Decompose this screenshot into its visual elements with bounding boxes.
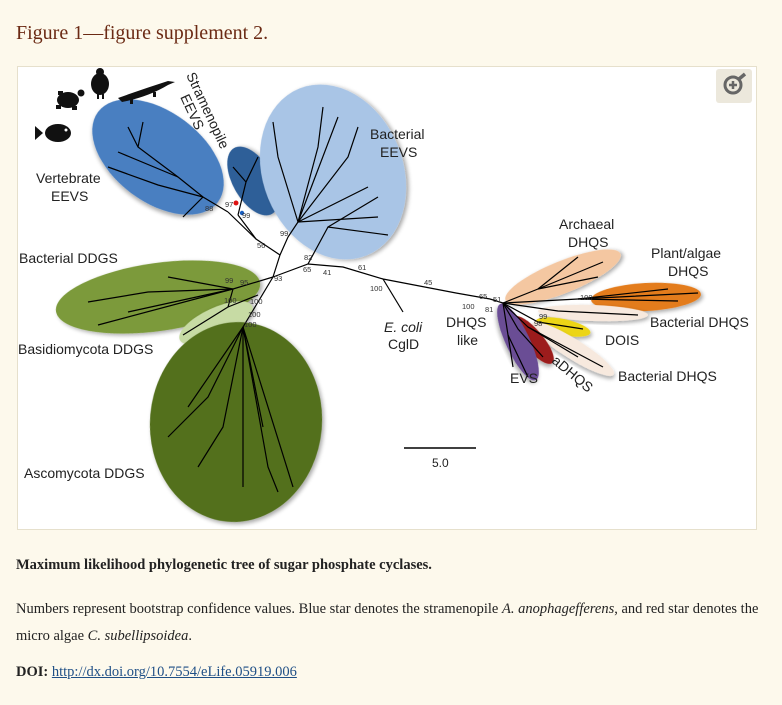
- figure-heading: Figure 1—figure supplement 2.: [16, 22, 269, 44]
- lizard-icon: [118, 81, 175, 104]
- bootstrap-value: 56: [257, 241, 265, 250]
- bootstrap-value: 41: [323, 268, 331, 277]
- turtle-icon: [56, 89, 85, 110]
- zoom-button[interactable]: [716, 69, 752, 103]
- bootstrap-value: 93: [274, 274, 282, 283]
- caption-text: , and red star denotes the micro algae: [16, 601, 759, 644]
- bootstrap-value: 100: [250, 297, 263, 306]
- label-ecoli: E. coli: [384, 319, 423, 335]
- label-dois: DOIS: [605, 332, 639, 348]
- label-dhqs-like-1: DHQS: [446, 314, 486, 330]
- bootstrap-value: 99: [539, 312, 547, 321]
- caption-title: Maximum likelihood phylogenetic tree of …: [16, 557, 432, 573]
- phylogenetic-tree: 97 88 99 99 56 82 93 65 41 61 99 95 100 …: [18, 68, 749, 522]
- bootstrap-value: 81: [485, 305, 493, 314]
- bootstrap-value: 65: [479, 292, 487, 301]
- bootstrap-value: 65: [303, 265, 311, 274]
- organism-silhouettes: [35, 68, 175, 142]
- doi-line: DOI: http://dx.doi.org/10.7554/eLife.059…: [16, 664, 297, 681]
- bootstrap-value: 95: [240, 278, 248, 287]
- bootstrap-value: 45: [424, 278, 432, 287]
- bootstrap-value: 99: [242, 211, 250, 220]
- label-archaeal-dhqs: DHQS: [568, 234, 608, 250]
- star-markers: [233, 200, 245, 216]
- bootstrap-value: 97: [225, 200, 233, 209]
- red-star-icon: [233, 200, 239, 206]
- bootstrap-values: 97 88 99 99 56 82 93 65 41 61 99 95 100 …: [205, 200, 593, 329]
- doi-link[interactable]: http://dx.doi.org/10.7554/eLife.05919.00…: [51, 664, 297, 680]
- bootstrap-value: 100: [244, 320, 257, 329]
- bootstrap-value: 100: [248, 310, 261, 319]
- caption-text: Numbers represent bootstrap confidence v…: [16, 601, 502, 617]
- figure-panel: 97 88 99 99 56 82 93 65 41 61 99 95 100 …: [17, 66, 757, 530]
- label-plant-dhqs: DHQS: [668, 263, 708, 279]
- clade-vertebrate-eevs: [92, 99, 224, 215]
- bootstrap-value: 100: [462, 302, 475, 311]
- label-evs: EVS: [510, 370, 538, 386]
- label-vertebrate: Vertebrate: [36, 170, 101, 186]
- label-ascomycota-ddgs: Ascomycota DDGS: [24, 465, 145, 481]
- label-bacterial-eevs: EEVS: [380, 144, 417, 160]
- species-name: A. anophagefferens: [502, 601, 615, 617]
- bootstrap-value: 100: [580, 293, 593, 302]
- bootstrap-value: 82: [304, 253, 312, 262]
- species-name: C. subellipsoidea: [87, 628, 189, 644]
- bootstrap-value: 61: [358, 263, 366, 272]
- label-archaeal: Archaeal: [559, 216, 614, 232]
- clade-ascomycota-ddgs: [149, 322, 323, 522]
- bootstrap-value: 88: [205, 204, 213, 213]
- label-bacterial-dhqs-upper: Bacterial DHQS: [650, 314, 749, 330]
- label-bacterial-ddgs: Bacterial DDGS: [19, 250, 118, 266]
- label-plant-algae: Plant/algae: [651, 245, 721, 261]
- fish-icon: [35, 124, 71, 142]
- blue-star-icon: [239, 210, 245, 216]
- doi-label: DOI:: [16, 664, 49, 680]
- bootstrap-value: 100: [370, 284, 383, 293]
- label-dhqs-like-2: like: [457, 332, 478, 348]
- bootstrap-value: 51: [493, 295, 501, 304]
- bootstrap-value: 98: [534, 319, 542, 328]
- caption-body: Numbers represent bootstrap confidence v…: [16, 596, 766, 650]
- clade-dois: [535, 317, 591, 337]
- bootstrap-value: 99: [280, 229, 288, 238]
- label-bacterial-dhqs-lower: Bacterial DHQS: [618, 368, 717, 384]
- scale-bar-label: 5.0: [432, 456, 449, 470]
- clade-stramenopile-eevs: [227, 146, 279, 216]
- label-cgld: CglD: [388, 336, 419, 352]
- bird-icon: [91, 68, 109, 99]
- tree-branches: [87, 106, 699, 493]
- bootstrap-value: 100: [224, 296, 237, 305]
- label-bacterial: Bacterial: [370, 126, 424, 142]
- caption-text: .: [188, 628, 192, 644]
- clade-plant-dhqs: [591, 282, 701, 312]
- clade-evs: [497, 303, 539, 381]
- label-basidiomycota-ddgs: Basidiomycota DDGS: [18, 341, 153, 357]
- zoom-in-icon: [723, 72, 747, 95]
- label-vertebrate-eevs: EEVS: [51, 188, 88, 204]
- bootstrap-value: 99: [225, 276, 233, 285]
